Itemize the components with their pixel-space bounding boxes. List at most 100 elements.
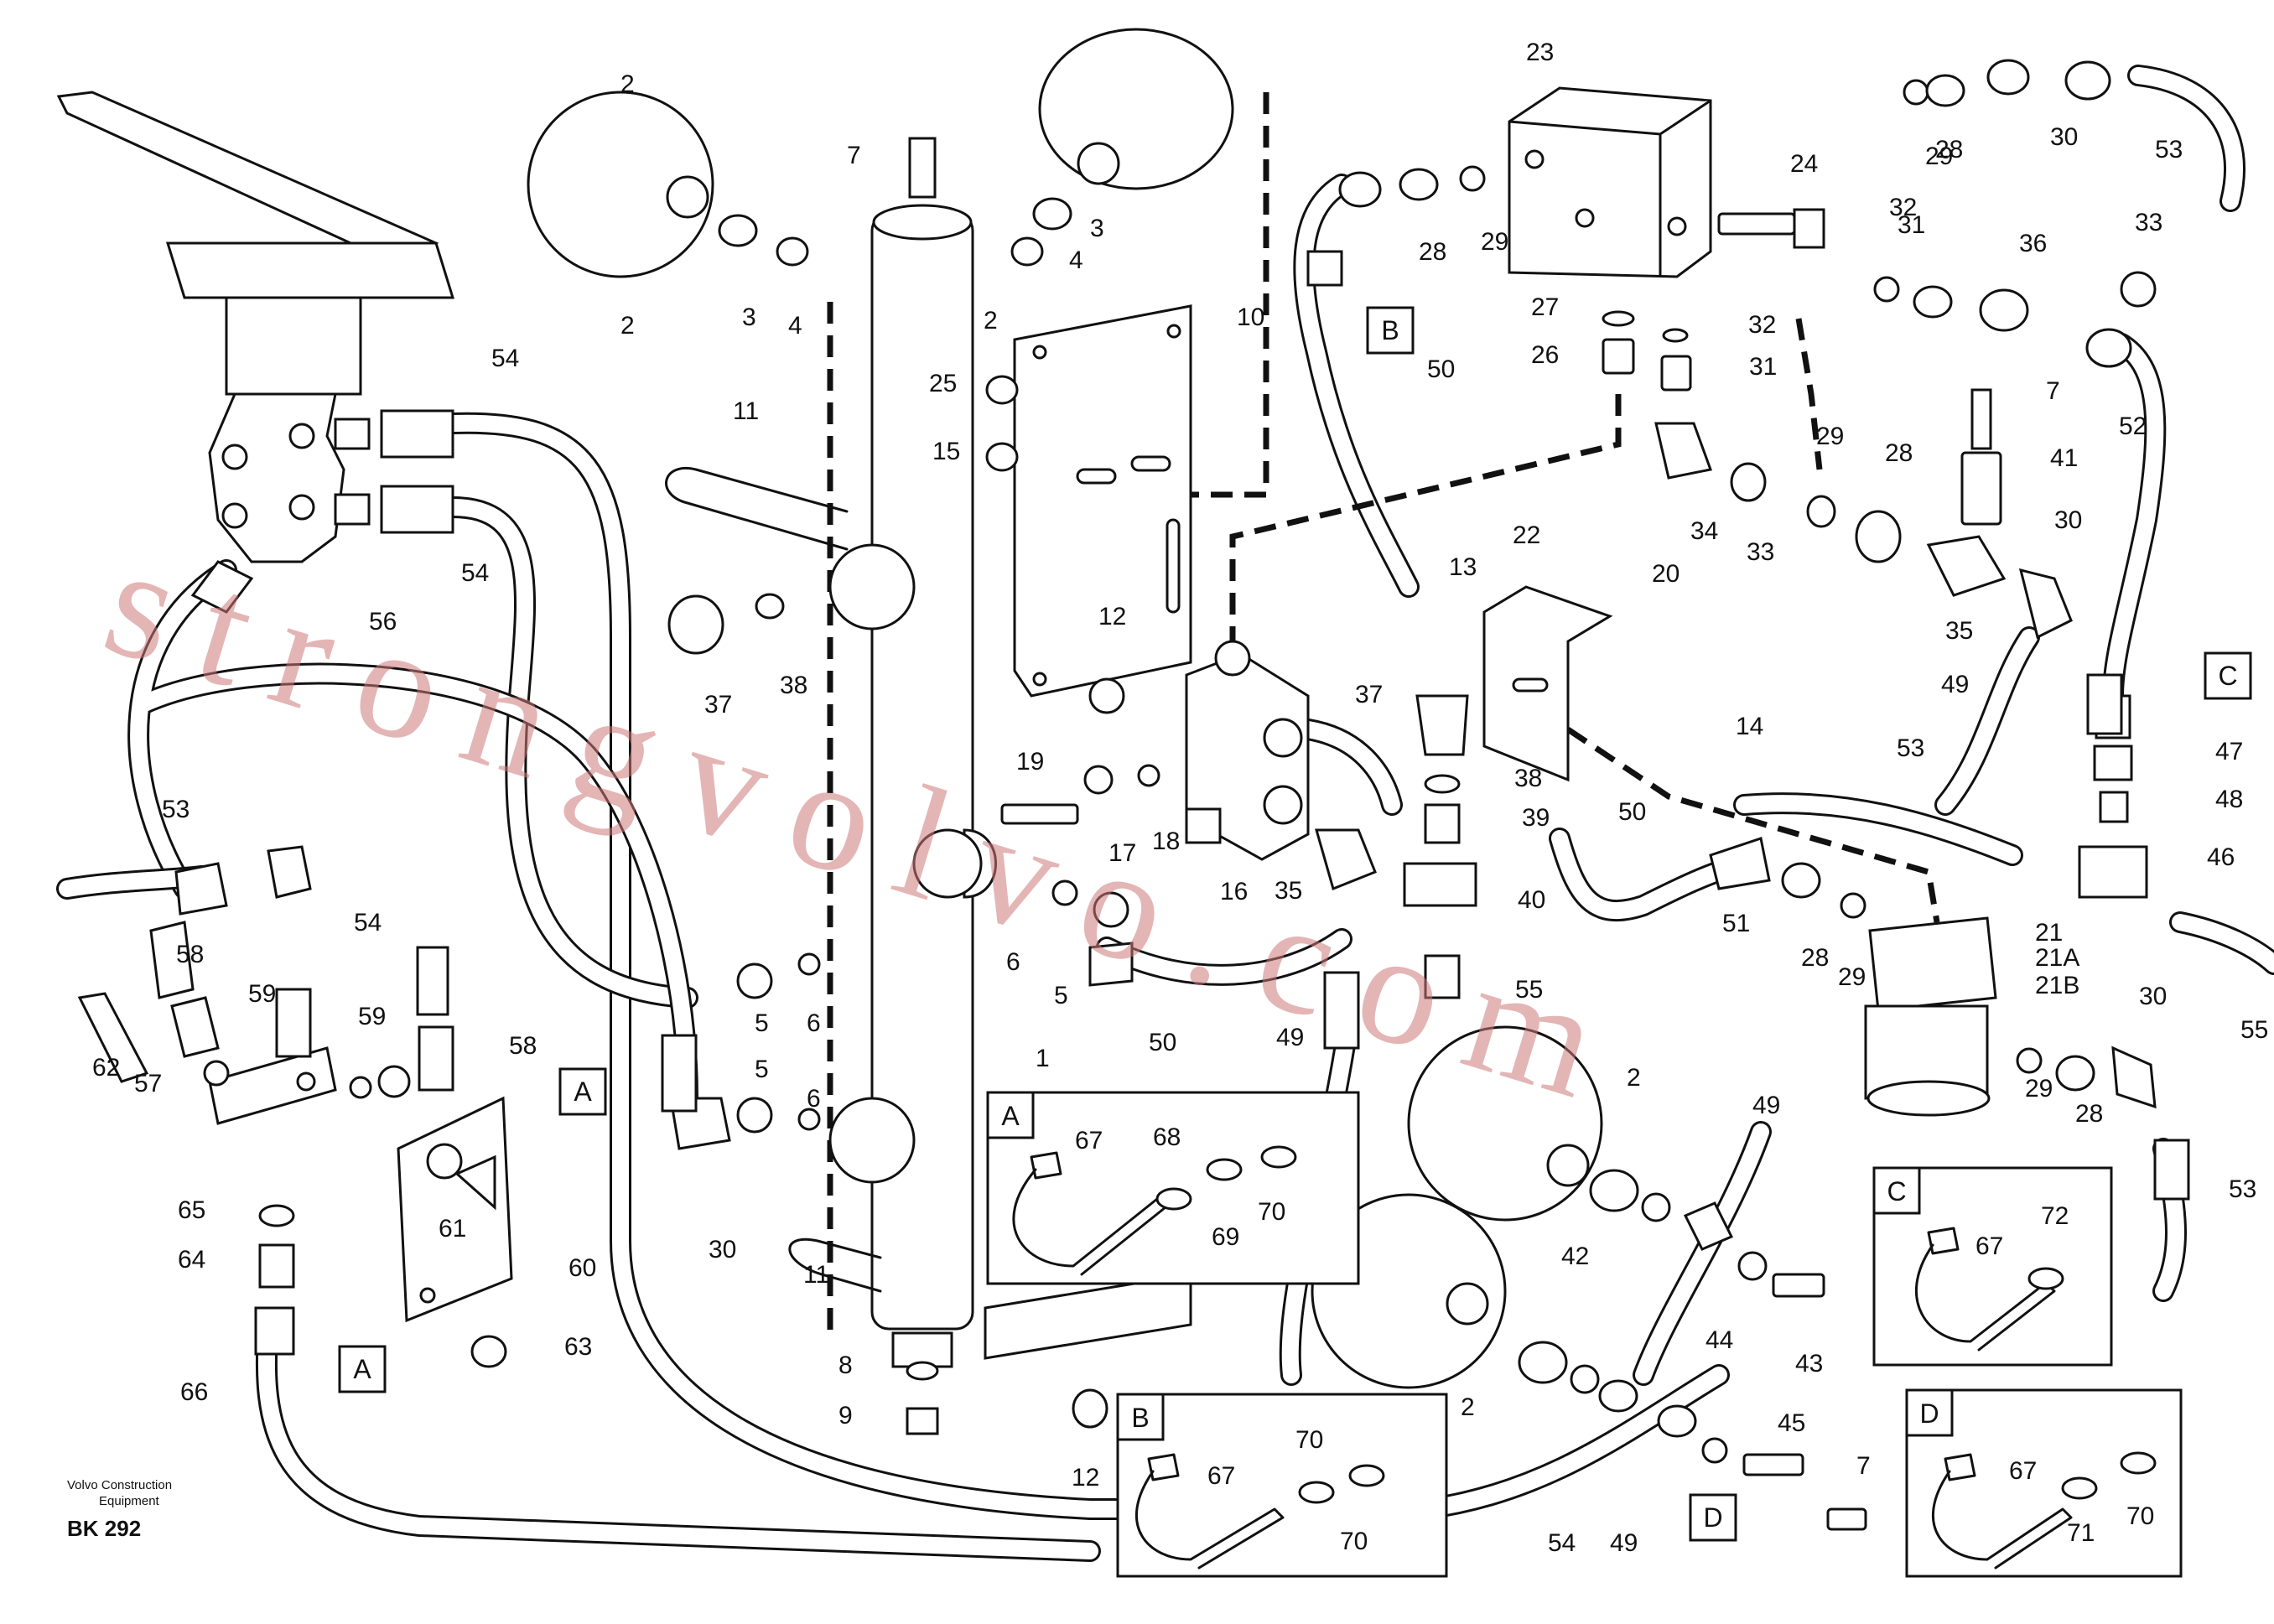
t-fitting <box>208 988 337 1125</box>
part-label-26: 26 <box>1531 341 1559 369</box>
part-label-29: 29 <box>1816 423 1844 450</box>
part-label-58: 58 <box>176 941 204 968</box>
part-label-54: 54 <box>491 345 519 372</box>
part-label-35: 35 <box>1275 877 1302 905</box>
inset-C: C 67 72 <box>1872 1166 2113 1367</box>
part-label-28: 28 <box>1935 136 1963 163</box>
part-label-7: 7 <box>1856 1452 1871 1480</box>
inset-B-label-67: 67 <box>1207 1462 1235 1490</box>
footer-line-1: Volvo Construction <box>67 1478 172 1492</box>
part-label-16: 16 <box>1220 878 1248 905</box>
part-label-60: 60 <box>568 1254 596 1282</box>
part-label-54: 54 <box>461 559 489 587</box>
part-label-54: 54 <box>354 909 382 937</box>
inset-A: A 67 68 69 70 <box>986 1091 1360 1285</box>
part-label-11: 11 <box>733 397 759 425</box>
part-label-27: 27 <box>1531 293 1559 321</box>
part-label-30: 30 <box>709 1236 736 1263</box>
part-label-2: 2 <box>1627 1064 1641 1092</box>
part-label-57: 57 <box>134 1070 162 1097</box>
part-label-33: 33 <box>1747 538 1774 566</box>
part-label-28: 28 <box>1801 944 1829 972</box>
part-label-55: 55 <box>2240 1016 2268 1044</box>
part-label-43: 43 <box>1795 1350 1823 1378</box>
footer-code: BK 292 <box>67 1516 141 1541</box>
part-label-2: 2 <box>620 312 635 340</box>
part-label-45: 45 <box>1778 1409 1805 1437</box>
part-label-37: 37 <box>704 691 732 719</box>
part-label-32: 32 <box>1889 194 1917 221</box>
callout-tag-A: A <box>558 1067 607 1116</box>
part-label-9: 9 <box>838 1402 853 1429</box>
part-label-38: 38 <box>1514 765 1542 792</box>
part-label-50: 50 <box>1618 798 1646 826</box>
callout-tag-D: D <box>1689 1493 1737 1542</box>
control-block <box>1508 86 1712 278</box>
part-label-1: 1 <box>1036 1045 1050 1072</box>
hoses <box>56 65 2274 1562</box>
part-label-42: 42 <box>1561 1243 1589 1270</box>
footer-line-2: Equipment <box>99 1494 160 1508</box>
fittings <box>77 59 2190 1531</box>
part-label-30: 30 <box>2054 506 2082 534</box>
part-label-31: 31 <box>1898 211 1925 239</box>
brake-pedal-valve <box>56 91 455 614</box>
part-label-19: 19 <box>1016 748 1044 776</box>
part-label-46: 46 <box>2207 843 2235 871</box>
part-label-5: 5 <box>755 1009 769 1037</box>
part-label-52: 52 <box>2119 412 2147 440</box>
part-label-12: 12 <box>1072 1464 1099 1492</box>
part-label-29: 29 <box>1481 228 1508 256</box>
part-label-2: 2 <box>984 307 998 335</box>
part-label-11: 11 <box>803 1261 829 1289</box>
callout-tag-A: A <box>338 1345 387 1393</box>
part-label-41: 41 <box>2050 444 2078 472</box>
inset-A-tag: A <box>1001 1101 1020 1131</box>
part-label-53: 53 <box>2229 1175 2256 1203</box>
inset-A-label-70: 70 <box>1258 1198 1285 1226</box>
part-label-33: 33 <box>2135 209 2162 236</box>
filter-housing <box>1864 916 1997 1117</box>
part-label-49: 49 <box>1941 671 1969 698</box>
part-label-22: 22 <box>1513 521 1540 549</box>
part-label-49: 49 <box>1752 1092 1780 1119</box>
part-label-40: 40 <box>1518 886 1545 914</box>
inset-C-label-72: 72 <box>2041 1202 2069 1230</box>
accumulators <box>527 28 1603 1389</box>
callout-tag-letter: D <box>1703 1502 1722 1533</box>
angle-bracket <box>1482 585 1613 782</box>
inset-D-label-70: 70 <box>2126 1502 2154 1530</box>
part-label-28: 28 <box>1885 439 1913 467</box>
part-label-28: 28 <box>2075 1100 2103 1128</box>
part-label-3: 3 <box>1090 215 1104 242</box>
inset-B: B 67 70 70 <box>1116 1393 1448 1578</box>
part-label-12: 12 <box>1098 603 1126 630</box>
part-label-23: 23 <box>1526 39 1554 66</box>
part-label-20: 20 <box>1652 560 1680 588</box>
part-label-29: 29 <box>2025 1075 2053 1103</box>
part-label-38: 38 <box>780 672 807 699</box>
part-label-37: 37 <box>1355 681 1383 708</box>
part-label-13: 13 <box>1449 553 1477 581</box>
part-label-53: 53 <box>1897 734 1924 762</box>
part-label-47: 47 <box>2215 738 2243 765</box>
part-label-4: 4 <box>788 312 802 340</box>
part-label-51: 51 <box>1722 910 1750 937</box>
inset-B-label-70b: 70 <box>1340 1528 1368 1555</box>
inset-B-label-70a: 70 <box>1295 1426 1323 1454</box>
part-label-2: 2 <box>1461 1393 1475 1421</box>
inset-D-label-71: 71 <box>2067 1519 2095 1547</box>
part-label-29: 29 <box>1838 963 1866 991</box>
part-label-14: 14 <box>1736 713 1763 740</box>
callout-tag-C: C <box>2204 651 2252 700</box>
part-label-2: 2 <box>620 70 635 98</box>
part-label-55: 55 <box>1515 976 1543 1004</box>
part-label-64: 64 <box>178 1246 205 1274</box>
part-label-56: 56 <box>369 608 397 636</box>
part-label-49: 49 <box>1276 1024 1304 1051</box>
part-label-30: 30 <box>2139 983 2167 1010</box>
part-label-7: 7 <box>2046 377 2060 405</box>
inset-D-label-67: 67 <box>2009 1457 2037 1485</box>
